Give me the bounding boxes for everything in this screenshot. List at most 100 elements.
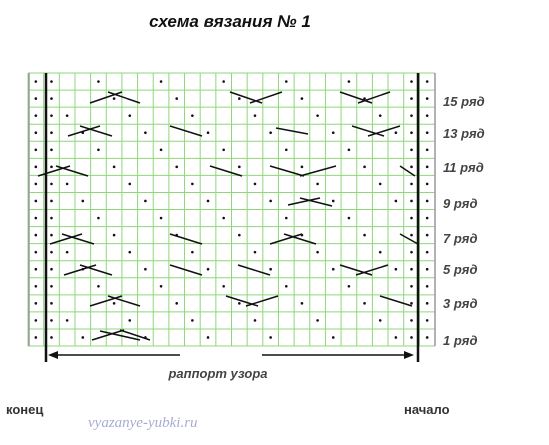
purl-stitch: [97, 284, 100, 288]
purl-stitch: [65, 250, 69, 254]
purl-stitch: [50, 114, 53, 117]
purl-stitch: [206, 131, 210, 135]
cable-stroke: [269, 165, 305, 177]
purl-stitch: [300, 302, 304, 305]
row-label-3: 3 ряд: [443, 296, 478, 311]
purl-stitch: [410, 233, 413, 237]
purl-stitch: [175, 165, 179, 169]
cable-stroke: [339, 91, 373, 104]
cable-stroke: [89, 91, 123, 104]
purl-stitch: [410, 284, 413, 288]
cable-stroke: [79, 264, 113, 276]
repeat-label: раппорт узора: [168, 366, 268, 381]
cable-stroke: [67, 125, 101, 137]
purl-stitch: [34, 302, 38, 305]
cable-stroke: [351, 125, 385, 137]
cable-stroke: [61, 233, 95, 245]
purl-stitch: [238, 302, 241, 305]
purl-stitch: [394, 336, 398, 339]
purl-stitch: [410, 182, 413, 186]
chart-grid: [27, 72, 436, 347]
purl-stitch: [50, 199, 53, 203]
purl-stitch: [425, 284, 429, 288]
chart-cables: [37, 91, 419, 341]
row-label-11: 11 ряд: [443, 160, 484, 175]
purl-stitch: [410, 80, 413, 83]
purl-stitch: [394, 199, 398, 203]
cable-stroke: [245, 295, 279, 307]
purl-stitch: [206, 336, 210, 339]
purl-stitch: [378, 182, 382, 186]
row-label-15: 15 ряд: [443, 94, 485, 109]
purl-stitch: [222, 216, 225, 220]
purl-stitch: [128, 319, 132, 322]
purl-stitch: [34, 216, 38, 220]
purl-stitch: [81, 336, 85, 339]
purl-stitch: [191, 250, 194, 254]
purl-stitch: [316, 114, 319, 117]
repeat-arrow: [48, 351, 414, 359]
purl-stitch: [34, 80, 38, 83]
purl-stitch: [269, 199, 272, 203]
purl-stitch: [378, 319, 382, 322]
purl-stitch: [300, 97, 304, 100]
purl-stitch: [316, 319, 319, 322]
purl-stitch: [425, 131, 429, 135]
purl-stitch: [222, 80, 225, 83]
purl-stitch: [316, 250, 319, 254]
row-label-1: 1 ряд: [443, 333, 478, 348]
cable-stroke: [107, 295, 141, 307]
purl-stitch: [363, 302, 366, 305]
row-label-9: 9 ряд: [443, 196, 478, 211]
purl-stitch: [175, 302, 179, 305]
purl-stitch: [253, 250, 257, 254]
purl-stitch: [253, 182, 257, 186]
cable-stroke: [283, 233, 317, 245]
start-label: начало: [404, 402, 450, 417]
purl-stitch: [97, 216, 100, 220]
purl-stitch: [50, 97, 53, 100]
purl-stitch: [191, 319, 194, 322]
cable-stroke: [79, 125, 113, 137]
purl-stitch: [253, 319, 257, 322]
arrow-left-head: [48, 351, 58, 359]
purl-stitch: [97, 80, 100, 83]
purl-stitch: [50, 148, 53, 152]
purl-stitch: [34, 250, 38, 254]
cable-stroke: [299, 165, 337, 177]
purl-stitch: [410, 148, 413, 152]
purl-stitch: [425, 199, 429, 203]
purl-stitch: [144, 267, 147, 271]
cable-stroke: [169, 264, 203, 276]
purl-stitch: [410, 199, 413, 203]
purl-stitch: [144, 199, 147, 203]
purl-stitch: [331, 336, 335, 339]
purl-stitch: [50, 336, 53, 339]
chart-title: схема вязания № 1: [149, 12, 311, 31]
purl-stitch: [425, 216, 429, 220]
purl-stitch: [112, 302, 116, 305]
purl-stitch: [191, 182, 194, 186]
purl-stitch: [238, 165, 241, 169]
purl-stitch: [34, 284, 38, 288]
purl-stitch: [331, 267, 335, 271]
purl-stitch: [144, 131, 147, 135]
purl-stitch: [410, 250, 413, 254]
purl-stitch: [65, 182, 69, 186]
purl-stitch: [222, 148, 225, 152]
chart-cells: [34, 80, 429, 339]
purl-stitch: [378, 114, 382, 117]
purl-stitch: [206, 267, 210, 271]
purl-stitch: [410, 131, 413, 135]
purl-stitch: [34, 97, 38, 100]
purl-stitch: [50, 216, 53, 220]
purl-stitch: [34, 267, 38, 271]
purl-stitch: [284, 284, 288, 288]
purl-stitch: [331, 131, 335, 135]
cable-stroke: [367, 125, 401, 137]
cable-stroke: [379, 295, 413, 307]
purl-stitch: [410, 267, 413, 271]
purl-stitch: [50, 267, 53, 271]
purl-stitch: [238, 233, 241, 237]
